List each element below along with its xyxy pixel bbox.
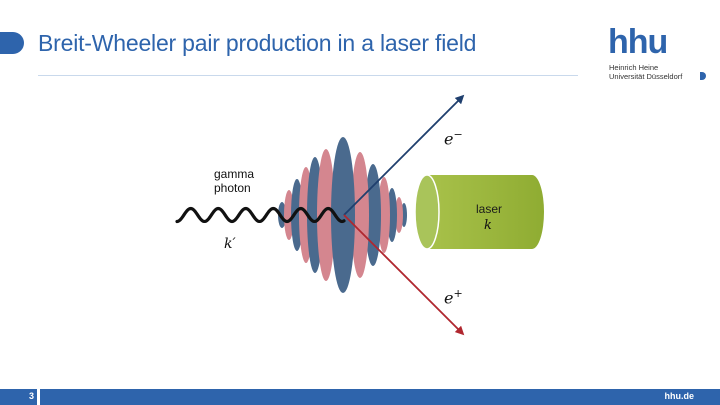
laser-band bbox=[351, 152, 369, 278]
electron-symbol: e bbox=[444, 129, 454, 149]
slide-accent-tab bbox=[0, 32, 24, 54]
laser-momentum-label: k bbox=[484, 218, 492, 233]
footer-bar: 3 hhu.de bbox=[0, 389, 720, 405]
cylinder-body bbox=[428, 175, 544, 249]
positron-charge: + bbox=[453, 287, 463, 300]
gamma-label-line1: gamma bbox=[214, 167, 255, 181]
hhu-logo: hhu Heinrich Heine Universität Düsseldor… bbox=[608, 23, 708, 88]
electron-charge: − bbox=[453, 128, 463, 141]
footer-separator bbox=[37, 389, 40, 405]
gamma-label-line2: photon bbox=[214, 181, 251, 195]
positron-arrow bbox=[343, 214, 465, 336]
laser-cylinder bbox=[414, 174, 544, 250]
laser-label: laser bbox=[476, 202, 503, 216]
laser-band bbox=[317, 149, 335, 281]
laser-band bbox=[378, 177, 390, 253]
logo-wordmark: hhu bbox=[608, 23, 668, 61]
laser-pulse-bands bbox=[278, 137, 407, 293]
electron-arrow bbox=[343, 94, 465, 216]
logo-mark-icon bbox=[700, 72, 706, 80]
footer-url: hhu.de bbox=[664, 391, 695, 401]
electron-label: e− bbox=[444, 128, 463, 148]
positron-symbol: e bbox=[444, 288, 454, 308]
laser-band bbox=[331, 137, 355, 293]
cylinder-face bbox=[414, 174, 440, 250]
title-divider bbox=[38, 75, 578, 76]
page-number: 3 bbox=[28, 391, 34, 401]
positron-label: e+ bbox=[444, 287, 463, 307]
laser-band bbox=[395, 197, 403, 233]
photon-momentum-label: k′ bbox=[224, 236, 236, 252]
logo-line-1: Heinrich Heine bbox=[609, 63, 659, 72]
gamma-photon-label: gamma photon bbox=[214, 167, 254, 195]
slide-title: Breit-Wheeler pair production in a laser… bbox=[38, 30, 477, 56]
gamma-photon-wave bbox=[175, 206, 346, 224]
logo-line-2: Universität Düsseldorf bbox=[609, 72, 683, 81]
